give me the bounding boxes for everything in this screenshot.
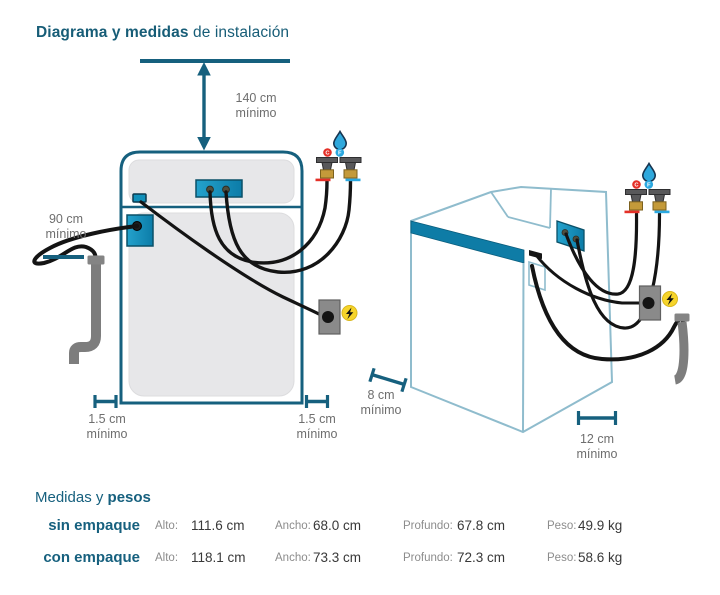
washer-front: [119, 150, 304, 405]
bottom-left-clearance-marker: [93, 395, 118, 408]
washer-side: [410, 185, 614, 434]
profundo-label: Profundo:: [403, 520, 453, 532]
front-view: [32, 59, 362, 408]
table-heading: Medidas y pesos: [35, 489, 151, 506]
top-clearance-arrow: [197, 62, 211, 151]
top-edge-band: [410, 220, 525, 264]
clearance-side-qualifier: mínimo: [576, 447, 618, 461]
clearance-left-qualifier: mínimo: [45, 227, 87, 241]
hot-water-hose-side: [564, 212, 639, 296]
alto-value: 111.6 cm: [191, 518, 245, 533]
water-inlet-panel-front: [195, 179, 243, 198]
profundo-value: 67.8 cm: [457, 518, 506, 533]
hot-water-hose-front: [208, 179, 329, 265]
cord-clip-front: [132, 193, 147, 203]
ancho-label: Ancho:: [275, 552, 311, 564]
side-view: [368, 162, 690, 434]
clearance-top-value: 140 cm: [235, 91, 277, 105]
power-outlet-side: [638, 285, 679, 321]
cold-water-hose-side: [575, 212, 662, 330]
page-title: Diagrama y medidas de instalación: [36, 24, 289, 42]
clearance-side-value: 12 cm: [579, 432, 615, 446]
clearance-left-value: 90 cm: [48, 212, 84, 226]
bottom-right-clearance-marker: [304, 395, 330, 408]
power-cord-front: [139, 200, 323, 317]
clearance-top-label: 140 cm mínimo: [224, 91, 288, 121]
drain-standpipe-front: [69, 255, 105, 364]
power-outlet-front: [318, 299, 358, 335]
ancho-value: 68.0 cm: [313, 518, 362, 533]
profundo-value: 72.3 cm: [457, 550, 506, 565]
table-heading-regular: Medidas y: [35, 489, 108, 506]
clearance-bottom-right-value: 1.5 cm: [298, 412, 336, 426]
row-label: sin empaque: [48, 517, 140, 534]
row-label: con empaque: [43, 549, 140, 566]
table-row-sin-empaque: sin empaque Alto: 111.6 cm Ancho: 68.0 c…: [0, 517, 720, 535]
peso-value: 58.6 kg: [578, 550, 623, 565]
ancho-label: Ancho:: [275, 520, 311, 532]
peso-label: Peso:: [547, 520, 577, 532]
clearance-back-qualifier: mínimo: [360, 403, 402, 417]
ancho-value: 73.3 cm: [313, 550, 362, 565]
alto-value: 118.1 cm: [191, 550, 246, 565]
clearance-side-label: 12 cm mínimo: [566, 432, 628, 462]
clearance-back-value: 8 cm: [367, 388, 395, 402]
installation-diagram-graphic: C F: [32, 59, 690, 434]
clearance-bottom-left-qualifier: mínimo: [86, 427, 128, 441]
cold-water-hose-front: [224, 179, 353, 274]
profundo-label: Profundo:: [403, 552, 453, 564]
clearance-left-label: 90 cm mínimo: [36, 212, 96, 242]
drain-hose-front: [32, 224, 139, 266]
clearance-bottom-right-label: 1.5 cm mínimo: [286, 412, 348, 442]
table-row-con-empaque: con empaque Alto: 118.1 cm Ancho: 73.3 c…: [0, 549, 720, 567]
alto-label: Alto:: [155, 520, 179, 532]
clearance-bottom-right-qualifier: mínimo: [296, 427, 338, 441]
page-title-regular: de instalación: [188, 24, 290, 41]
clearance-bottom-left-value: 1.5 cm: [88, 412, 126, 426]
drain-outlet-box: [126, 214, 154, 247]
alto-label: Alto:: [155, 552, 179, 564]
side-clearance-marker: [576, 411, 618, 425]
peso-label: Peso:: [547, 552, 577, 564]
faucet-pair-side: [623, 162, 671, 215]
page-title-bold: Diagrama y medidas: [36, 24, 189, 41]
table-heading-bold: pesos: [107, 489, 151, 506]
faucet-pair-front: [314, 130, 362, 183]
drain-standpipe-side: [673, 313, 690, 385]
clearance-back-label: 8 cm mínimo: [350, 388, 412, 418]
power-cord-side: [534, 253, 642, 305]
peso-value: 49.9 kg: [578, 518, 623, 533]
clearance-top-qualifier: mínimo: [235, 106, 277, 120]
back-clearance-marker: [368, 367, 408, 393]
clearance-bottom-left-label: 1.5 cm mínimo: [76, 412, 138, 442]
